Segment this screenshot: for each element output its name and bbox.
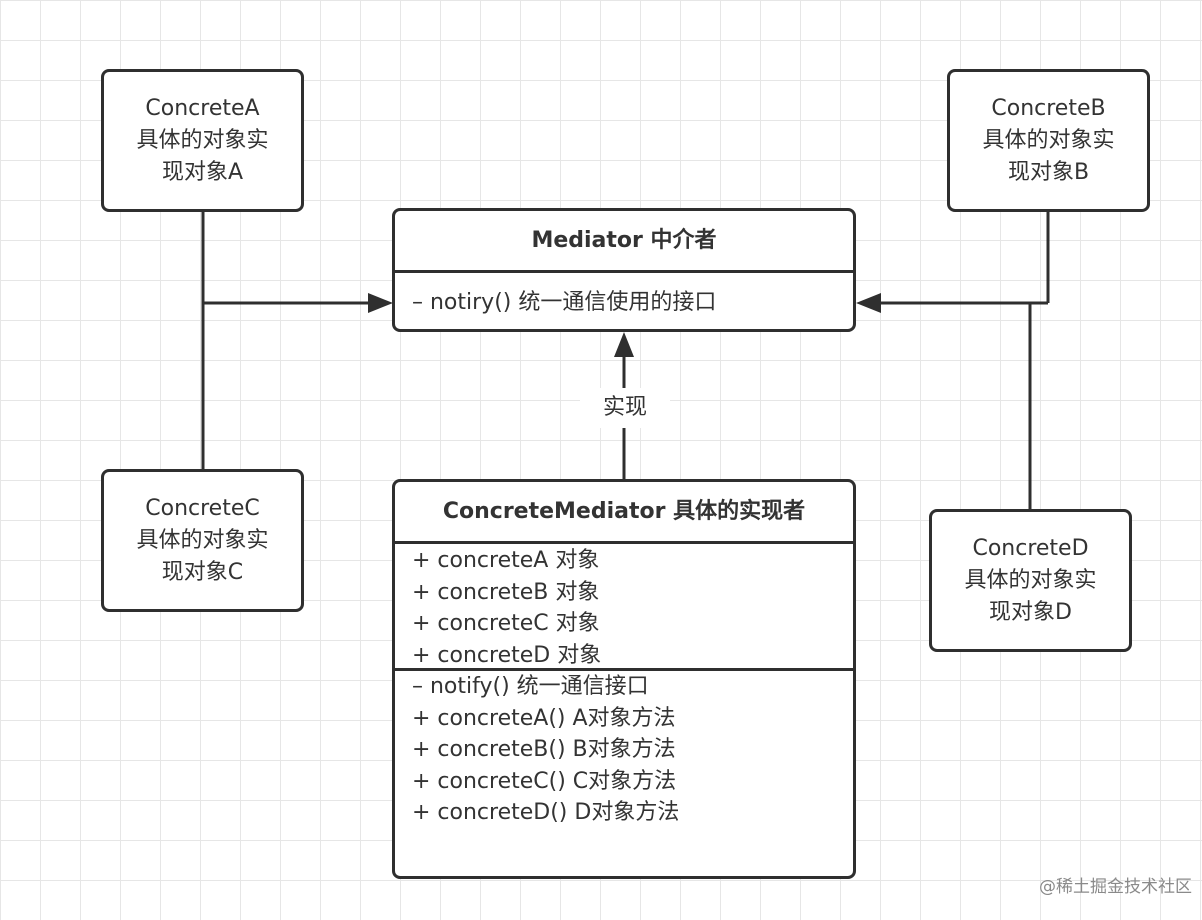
concrete-b-box: ConcreteB 具体的对象实 现对象B <box>947 69 1150 212</box>
field-row: + concreteD 对象 <box>412 642 602 668</box>
mediator-method: – notiry() 统一通信使用的接口 <box>412 290 717 315</box>
field-row: + concreteA 对象 <box>412 548 600 573</box>
concrete-mediator-methods: – notify() 统一通信接口 + concreteA() A对象方法 + … <box>395 671 853 829</box>
field-row: + concreteB 对象 <box>412 579 600 605</box>
concrete-c-name: ConcreteC <box>145 495 260 521</box>
concrete-a-name: ConcreteA <box>145 95 260 121</box>
concrete-d-desc-2: 现对象D <box>989 599 1072 625</box>
realize-label: 实现 <box>580 388 670 428</box>
concrete-a-desc-2: 现对象A <box>161 159 244 185</box>
concrete-mediator-fields: + concreteA 对象 + concreteB 对象 + concrete… <box>395 544 853 671</box>
concrete-b-desc-2: 现对象B <box>1007 159 1090 185</box>
concrete-d-box: ConcreteD 具体的对象实 现对象D <box>929 509 1132 652</box>
right-arrowhead <box>856 293 881 313</box>
concrete-b-desc-1: 具体的对象实 <box>982 127 1115 153</box>
concrete-mediator-title: ConcreteMediator 具体的实现者 <box>395 482 853 544</box>
concrete-d-name: ConcreteD <box>972 535 1089 561</box>
method-row: + concreteA() A对象方法 <box>412 705 676 731</box>
method-row: – notify() 统一通信接口 <box>412 674 649 699</box>
mediator-title: Mediator 中介者 <box>395 211 853 273</box>
concrete-a-desc-1: 具体的对象实 <box>136 127 269 153</box>
mediator-class-box: Mediator 中介者 – notiry() 统一通信使用的接口 <box>392 208 856 332</box>
method-row: + concreteC() C对象方法 <box>412 768 677 794</box>
concrete-mediator-class-box: ConcreteMediator 具体的实现者 + concreteA 对象 +… <box>392 479 856 879</box>
method-row: + concreteD() D对象方法 <box>412 800 680 825</box>
method-row: + concreteB() B对象方法 <box>412 737 676 762</box>
realize-arrowhead <box>614 332 634 357</box>
concrete-c-desc-2: 现对象C <box>161 559 244 585</box>
field-row: + concreteC 对象 <box>412 611 600 636</box>
concrete-a-box: ConcreteA 具体的对象实 现对象A <box>101 69 304 212</box>
concrete-d-desc-1: 具体的对象实 <box>964 567 1097 593</box>
watermark: @稀土掘金技术社区 <box>1039 877 1192 897</box>
left-arrowhead <box>368 293 393 313</box>
concrete-c-desc-1: 具体的对象实 <box>136 527 269 553</box>
concrete-c-box: ConcreteC 具体的对象实 现对象C <box>101 469 304 612</box>
mediator-methods: – notiry() 统一通信使用的接口 <box>395 273 853 333</box>
concrete-b-name: ConcreteB <box>991 95 1106 121</box>
